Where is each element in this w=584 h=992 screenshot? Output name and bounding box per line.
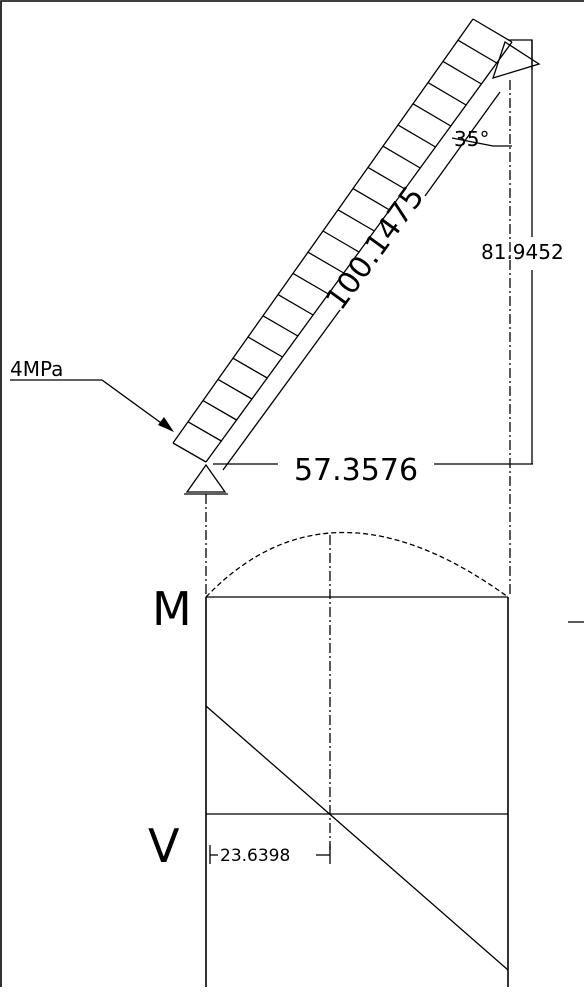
load-hatch-line: [292, 272, 329, 295]
load-hatch-line: [412, 103, 452, 127]
beam-length-label: 100.1475: [319, 180, 431, 316]
load-hatch-line: [322, 230, 360, 253]
load-hatch-line: [337, 209, 375, 232]
beam-length-dimension: [222, 91, 501, 471]
shear-diagram: [205, 705, 509, 971]
load-hatch-line: [382, 145, 421, 169]
load-leader: [10, 379, 174, 432]
zero-shear-label: 23.6398: [220, 846, 290, 866]
moment-label: M: [152, 582, 192, 636]
load-hatch-line: [187, 421, 222, 442]
load-hatch-line: [457, 39, 498, 64]
load-hatch-line: [352, 188, 390, 211]
zero-shear-dimension: [209, 845, 331, 864]
load-hatch-line: [232, 357, 268, 379]
load-hatch-line: [427, 82, 467, 106]
load-hatch-line: [367, 166, 406, 190]
load-hatch-line: [277, 294, 314, 316]
load-hatch-line: [397, 124, 436, 148]
height-dimension: [512, 40, 533, 465]
angle-label: 35°: [454, 127, 489, 151]
load-hatch-line: [202, 400, 237, 421]
load-hatch-line: [307, 251, 345, 274]
load-hatch-line: [262, 315, 299, 337]
load-hatch-line: [442, 60, 482, 85]
angle-dimension: [451, 137, 512, 147]
load-hatch-line: [217, 378, 253, 400]
shear-label: V: [148, 819, 180, 873]
height-label: 81.9452: [481, 240, 564, 264]
load-hatch-line: [247, 336, 283, 358]
moment-diagram: [205, 531, 509, 850]
load-label: 4MPa: [10, 357, 63, 381]
inclined-beam: [172, 18, 513, 463]
span-label: 57.3576: [294, 453, 418, 488]
bottom-support-icon: [184, 463, 228, 495]
